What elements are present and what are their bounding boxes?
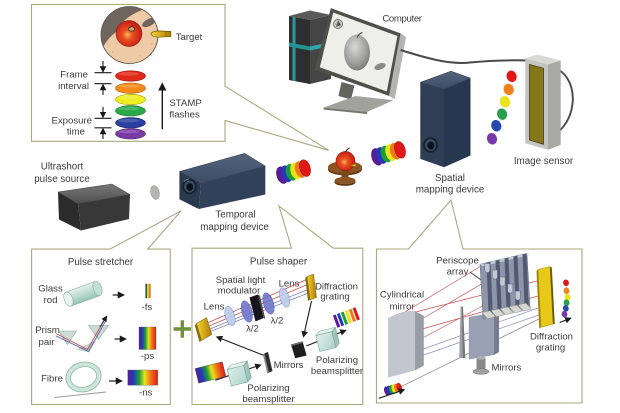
svg-text:Fibre: Fibre [41, 374, 63, 385]
svg-text:beamsplitter: beamsplitter [242, 394, 295, 405]
svg-text:Glass: Glass [38, 284, 63, 295]
svg-text:-ps: -ps [141, 351, 155, 362]
svg-text:-ns: -ns [139, 388, 153, 399]
svg-text:-fs: -fs [142, 302, 153, 313]
svg-text:array: array [447, 267, 469, 278]
svg-text:Ultrashort: Ultrashort [41, 162, 84, 173]
svg-text:Spatial: Spatial [435, 173, 465, 184]
svg-text:Lens: Lens [279, 279, 300, 290]
svg-text:λ/2: λ/2 [271, 316, 284, 327]
svg-text:λ/2: λ/2 [246, 324, 259, 335]
svg-text:Prism: Prism [35, 325, 60, 336]
svg-text:mirror: mirror [389, 302, 415, 313]
svg-text:Polarizing: Polarizing [316, 355, 358, 366]
svg-text:modulator: modulator [218, 286, 261, 297]
svg-text:Cylindrical: Cylindrical [380, 290, 424, 301]
svg-text:Image sensor: Image sensor [514, 156, 574, 167]
svg-text:grating: grating [536, 343, 565, 354]
svg-text:flashes: flashes [169, 109, 200, 120]
svg-text:Computer: Computer [382, 14, 422, 25]
svg-text:Polarizing: Polarizing [247, 383, 289, 394]
svg-text:Mirrors: Mirrors [274, 360, 304, 371]
svg-text:pair: pair [39, 337, 56, 348]
svg-text:beamsplitter: beamsplitter [311, 366, 364, 377]
svg-text:pulse source: pulse source [34, 174, 90, 185]
svg-text:Diffraction: Diffraction [530, 332, 573, 343]
svg-text:Exposure: Exposure [51, 115, 92, 126]
svg-text:Mirrors: Mirrors [492, 363, 522, 374]
svg-text:interval: interval [58, 81, 89, 92]
svg-text:STAMP: STAMP [169, 98, 201, 109]
svg-text:Spatial light: Spatial light [216, 275, 266, 286]
svg-text:Pulse shaper: Pulse shaper [250, 257, 308, 268]
svg-text:Target: Target [176, 32, 203, 43]
svg-text:time: time [67, 127, 85, 138]
svg-text:Diffraction: Diffraction [315, 282, 358, 293]
svg-text:Pulse stretcher: Pulse stretcher [68, 257, 134, 268]
svg-text:rod: rod [44, 295, 58, 306]
svg-text:grating: grating [320, 292, 349, 303]
svg-text:mapping device: mapping device [416, 185, 485, 196]
svg-text:Periscope: Periscope [436, 256, 479, 267]
svg-text:mapping device: mapping device [200, 222, 269, 233]
svg-text:Temporal: Temporal [215, 210, 255, 221]
svg-text:Lens: Lens [204, 302, 225, 313]
svg-text:Frame: Frame [60, 70, 88, 81]
